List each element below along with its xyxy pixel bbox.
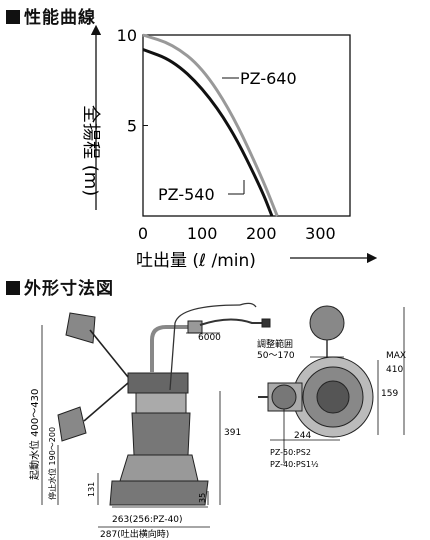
max-label: MAX	[386, 351, 406, 361]
dim-131: 131	[87, 482, 96, 497]
performance-chart: 0 100 200 300 5 10 全揚程 (m) 吐出量 (ℓ /min) PZ-64…	[80, 24, 378, 271]
x-tick-label: 0	[138, 224, 148, 243]
series-line-pz640	[142, 33, 279, 217]
y-tick-label: 5	[127, 117, 137, 136]
right-dimension-lines	[270, 307, 405, 463]
cord-length-label: 6000	[198, 333, 221, 343]
left-dimension-lines	[41, 325, 221, 528]
series-label-pz540: PZ-540	[158, 185, 215, 204]
pipe-size-pz50: PZ-50:PS2	[270, 448, 311, 457]
dim-width-263: 263(256:PZ-40)	[112, 515, 183, 525]
x-axis-label: 吐出量 (ℓ /min)	[136, 251, 256, 271]
dim-35: 35	[198, 493, 207, 503]
adjust-range-value: 50～170	[257, 351, 295, 361]
dim-244: 244	[294, 431, 311, 441]
dim-391: 391	[224, 428, 241, 438]
square-bullet-icon	[6, 281, 20, 295]
x-tick-label: 200	[246, 224, 277, 243]
pump-side-view	[57, 302, 271, 506]
pipe-size-pz40: PZ-40:PS1½	[270, 460, 319, 469]
y-axis-label: 全揚程 (m)	[80, 105, 101, 196]
performance-heading: 性能曲線	[6, 3, 96, 28]
y-tick-label: 10	[117, 26, 137, 45]
square-bullet-icon	[6, 10, 20, 24]
dimension-drawing: 6000 起動水位 400～430 停止水位 190～200 131 391 3…	[28, 302, 406, 540]
adjust-range-title: 調整範囲	[257, 338, 293, 350]
x-tick-label: 100	[187, 224, 218, 243]
dim-159: 159	[381, 389, 398, 399]
series-label-pz640: PZ-640	[240, 69, 297, 88]
dim-410: 410	[386, 365, 403, 375]
water-level-label: 起動水位 400～430	[28, 389, 41, 480]
pump-plan-view	[258, 305, 374, 438]
dim-width-287: 287(吐出横向時)	[100, 528, 169, 540]
dimensions-heading: 外形寸法図	[6, 274, 114, 299]
stop-level-label: 停止水位 190～200	[47, 427, 57, 500]
x-tick-label: 300	[305, 224, 336, 243]
series-line-pz540	[142, 48, 274, 217]
